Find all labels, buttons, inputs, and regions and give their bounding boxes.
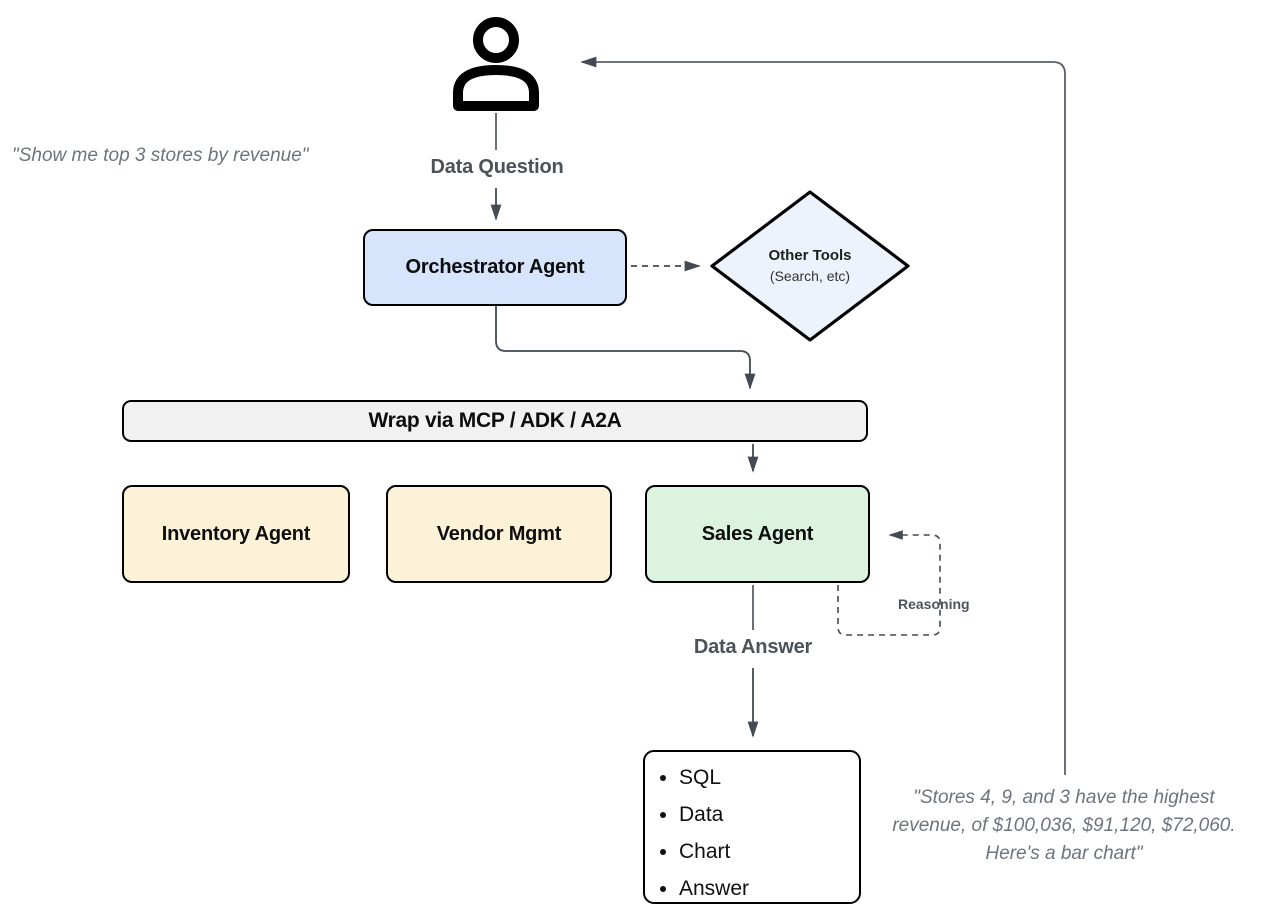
agent-answer-quote-line: revenue, of $100,036, $91,120, $72,060. bbox=[892, 815, 1236, 836]
agent-answer-quote-line: Here's a bar chart" bbox=[985, 843, 1143, 864]
sales-agent-node: Sales Agent bbox=[645, 485, 870, 583]
output-list-item: Answer bbox=[679, 877, 859, 901]
reasoning-loop-arrow bbox=[837, 530, 941, 636]
user-question-quote: "Show me top 3 stores by revenue" bbox=[12, 145, 309, 166]
data-question-label: Data Question bbox=[430, 156, 564, 178]
other-tools-title: Other Tools bbox=[768, 247, 852, 264]
wrap-mcp-bar-label: Wrap via MCP / ADK / A2A bbox=[368, 409, 622, 432]
inventory-agent-node: Inventory Agent bbox=[122, 485, 350, 583]
data-answer-label: Data Answer bbox=[693, 636, 813, 658]
output-list-node: SQL Data Chart Answer bbox=[643, 750, 861, 904]
output-list-item: Data bbox=[679, 803, 859, 827]
vendor-mgmt-label: Vendor Mgmt bbox=[436, 522, 562, 545]
orchestrator-agent-label: Orchestrator Agent bbox=[405, 256, 585, 278]
orchestrator-to-wrap-arrow bbox=[495, 306, 756, 390]
wrap-mcp-bar: Wrap via MCP / ADK / A2A bbox=[122, 400, 868, 442]
agent-answer-quote-line: "Stores 4, 9, and 3 have the highest bbox=[913, 787, 1215, 808]
agent-answer-quote: "Stores 4, 9, and 3 have the highest rev… bbox=[862, 784, 1264, 868]
output-list-item: SQL bbox=[679, 766, 859, 790]
other-tools-subtitle: (Search, etc) bbox=[769, 268, 851, 284]
output-list-item: Chart bbox=[679, 840, 859, 864]
user-icon bbox=[453, 17, 539, 111]
inventory-agent-label: Inventory Agent bbox=[161, 522, 311, 545]
output-list: SQL Data Chart Answer bbox=[679, 766, 859, 901]
sales-agent-label: Sales Agent bbox=[701, 522, 814, 545]
other-tools-diamond bbox=[710, 190, 910, 342]
vendor-mgmt-node: Vendor Mgmt bbox=[386, 485, 612, 583]
feedback-to-user-arrow bbox=[580, 56, 1066, 775]
reasoning-label: Reasoning bbox=[898, 596, 970, 612]
other-tools-node: Other Tools (Search, etc) bbox=[730, 245, 890, 287]
orchestrator-agent-node: Orchestrator Agent bbox=[363, 229, 627, 306]
